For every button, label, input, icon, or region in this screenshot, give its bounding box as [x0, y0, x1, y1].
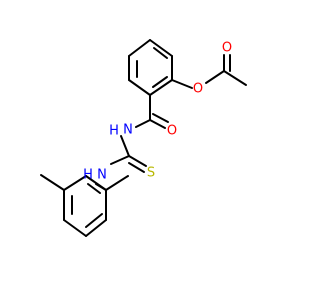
nitrogen-atom-label: N	[123, 123, 133, 138]
bond	[153, 47, 168, 59]
hydrogen-atom-label: H	[83, 168, 93, 183]
bond	[128, 39, 151, 57]
bond	[223, 70, 247, 86]
bond	[87, 183, 101, 194]
bond	[171, 79, 193, 89]
bond	[152, 76, 168, 88]
hydrogen-atom-label: H	[109, 124, 119, 139]
bond	[85, 175, 107, 191]
molecule-diagram: O O O N H N H S	[40, 39, 247, 237]
oxygen-atom-label: O	[167, 124, 177, 139]
bond	[105, 175, 129, 191]
bond	[128, 162, 145, 173]
bond	[149, 39, 173, 57]
bond	[135, 119, 151, 128]
oxygen-atom-label: O	[222, 41, 232, 56]
bonds	[40, 39, 247, 237]
bond	[63, 175, 87, 191]
bond	[152, 113, 169, 123]
bond	[40, 174, 65, 191]
bond	[128, 155, 147, 167]
bond	[128, 79, 151, 96]
oxygen-atom-label: O	[193, 82, 203, 97]
bond	[149, 79, 173, 96]
bond	[120, 135, 130, 157]
sulfur-atom-label: S	[147, 166, 155, 181]
atom-labels: O O O N H N H S	[83, 41, 232, 183]
bond	[205, 70, 225, 84]
bond	[110, 155, 130, 165]
bond	[85, 219, 107, 237]
bond	[149, 119, 166, 129]
bond	[63, 219, 87, 237]
nitrogen-atom-label: N	[97, 168, 107, 183]
bond	[85, 213, 103, 228]
